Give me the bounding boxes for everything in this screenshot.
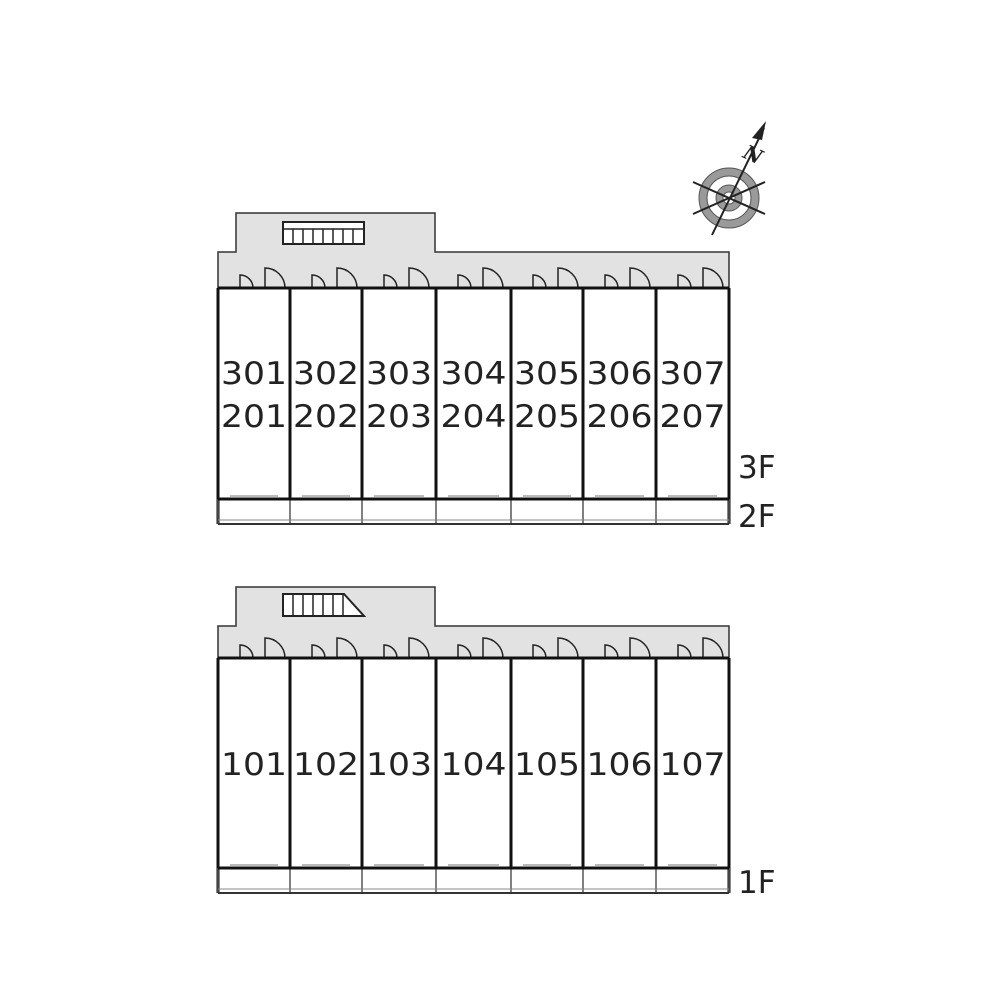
unit-number-label: 306 — [587, 356, 653, 392]
door-swing-icon — [264, 267, 286, 289]
door-swing-icon — [482, 637, 504, 659]
door-swing-icon — [311, 274, 326, 289]
unit-number-label: 307 — [660, 356, 726, 392]
door-swing-icon — [311, 644, 326, 659]
unit-number-label: 303 — [366, 356, 432, 392]
stairs-icon — [282, 593, 367, 617]
door-swing-icon — [677, 274, 692, 289]
door-swing-icon — [336, 637, 358, 659]
unit-number-label: 205 — [514, 399, 580, 435]
lower-doors — [239, 637, 724, 659]
door-swing-icon — [482, 267, 504, 289]
unit-number-label: 206 — [587, 399, 653, 435]
stairs-icon — [282, 221, 365, 245]
door-swing-icon — [239, 274, 254, 289]
unit-number-label: 302 — [293, 356, 359, 392]
door-swing-icon — [264, 637, 286, 659]
compass-north-label: N — [739, 139, 767, 169]
door-swing-icon — [408, 267, 430, 289]
unit-number-label: 202 — [293, 399, 359, 435]
door-swing-icon — [457, 644, 472, 659]
compass-rose-icon — [692, 121, 766, 236]
unit-number-label: 101 — [221, 747, 287, 783]
door-swing-icon — [557, 267, 579, 289]
door-swing-icon — [629, 637, 651, 659]
door-swing-icon — [336, 267, 358, 289]
floor-label-3f: 3F — [738, 450, 776, 486]
upper-doors — [239, 267, 724, 289]
unit-number-label: 305 — [514, 356, 580, 392]
unit-number-label: 301 — [221, 356, 287, 392]
door-swing-icon — [457, 274, 472, 289]
floor-label-1f: 1F — [738, 865, 776, 901]
unit-number-label: 106 — [587, 747, 653, 783]
unit-number-label: 107 — [660, 747, 726, 783]
door-swing-icon — [702, 637, 724, 659]
unit-number-label: 104 — [441, 747, 507, 783]
unit-number-label: 304 — [441, 356, 507, 392]
door-swing-icon — [677, 644, 692, 659]
unit-number-label: 204 — [441, 399, 507, 435]
door-swing-icon — [532, 644, 547, 659]
door-swing-icon — [604, 644, 619, 659]
door-swing-icon — [383, 644, 398, 659]
door-swing-icon — [629, 267, 651, 289]
door-swing-icon — [702, 267, 724, 289]
unit-number-label: 103 — [366, 747, 432, 783]
unit-number-label: 102 — [293, 747, 359, 783]
door-swing-icon — [604, 274, 619, 289]
unit-number-label: 207 — [660, 399, 726, 435]
unit-number-label: 201 — [221, 399, 287, 435]
door-swing-icon — [557, 637, 579, 659]
door-swing-icon — [239, 644, 254, 659]
upper-walls — [216, 286, 731, 525]
door-swing-icon — [532, 274, 547, 289]
door-swing-icon — [408, 637, 430, 659]
unit-number-label: 105 — [514, 747, 580, 783]
unit-number-label: 203 — [366, 399, 432, 435]
door-swing-icon — [383, 274, 398, 289]
compass: N — [692, 121, 767, 236]
lower-walls — [216, 656, 731, 894]
floor-label-2f: 2F — [738, 499, 776, 535]
